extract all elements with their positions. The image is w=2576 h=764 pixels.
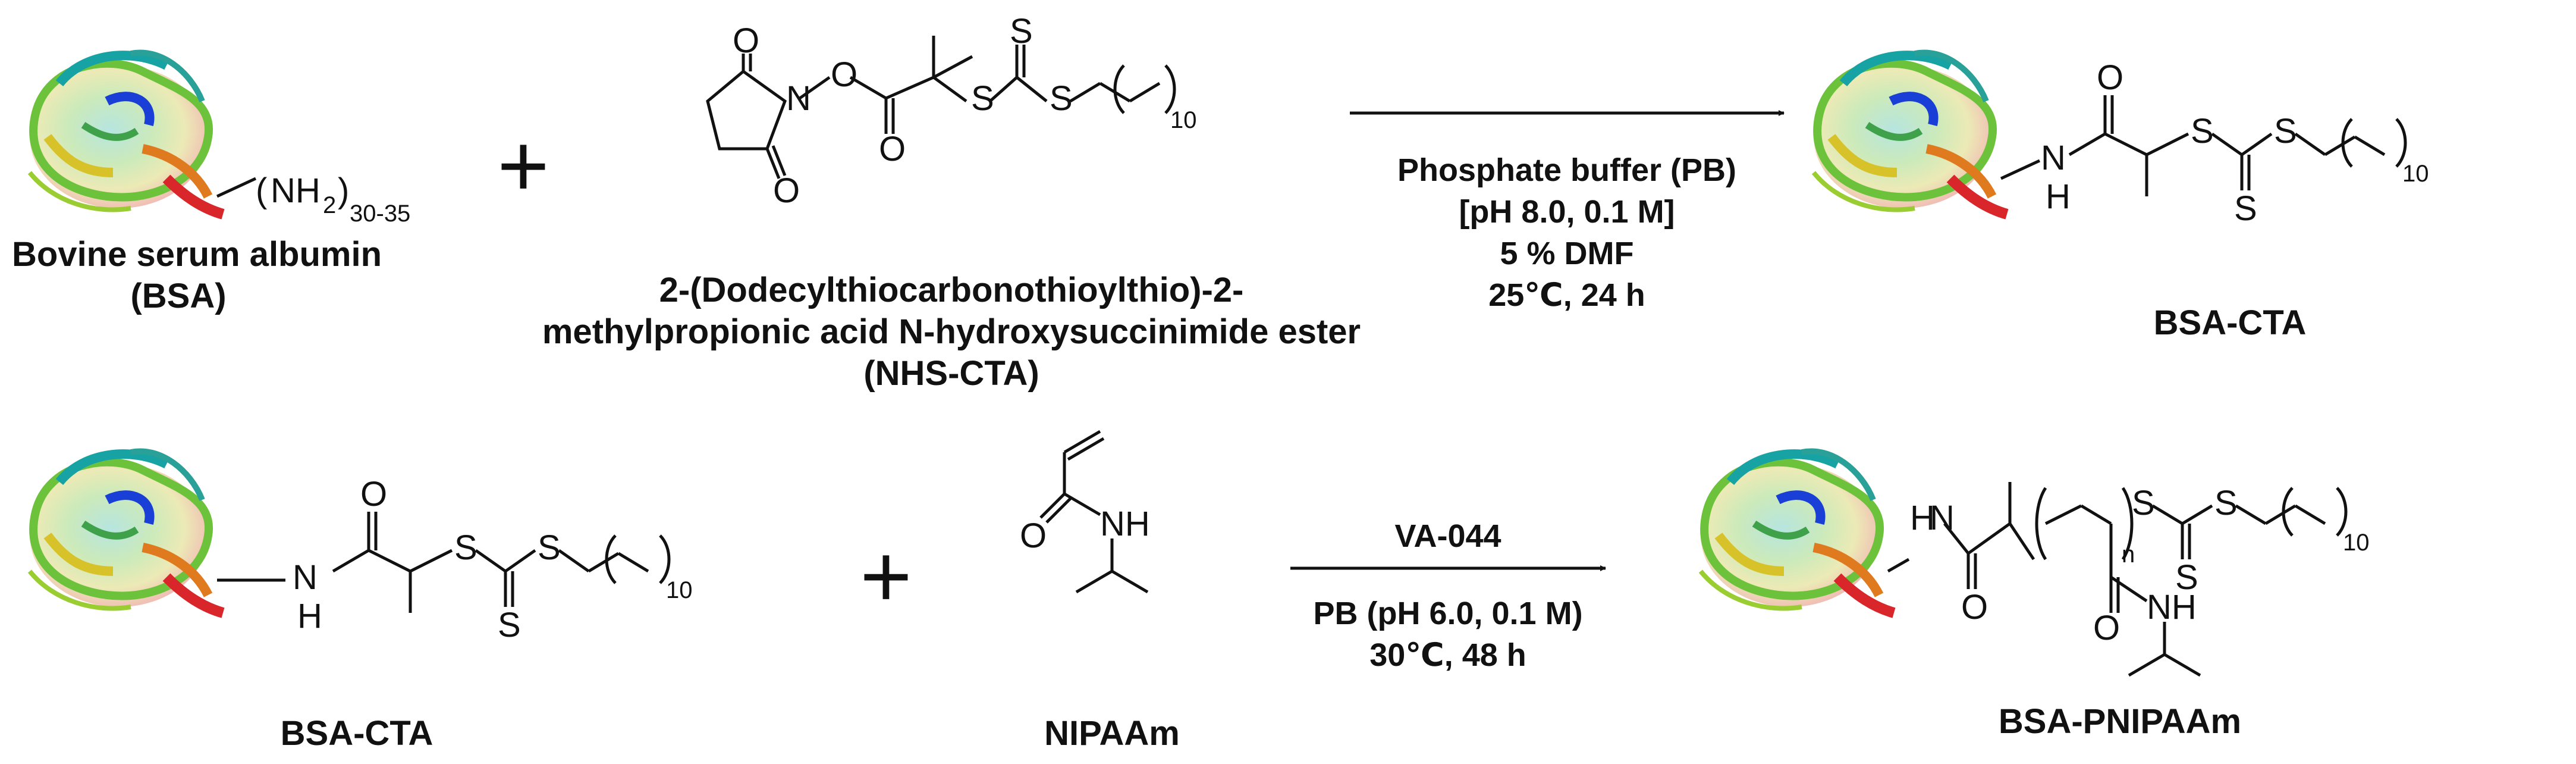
bsa-pnipaam-o: O [1961,588,1988,627]
r1-condition-2: [pH 8.0, 0.1 M] [1459,194,1675,230]
bsa-label-line1: Bovine serum albumin [12,235,382,274]
bsa-pnipaam-s-thione: S [2175,558,2198,597]
amine-close-paren: ) [338,171,349,210]
r2-condition-1: PB (pH 6.0, 0.1 M) [1313,596,1583,631]
chain-repeat-4: 10 [2343,530,2370,556]
r1-condition-1: Phosphate buffer (PB) [1397,152,1736,188]
nipaam-nh: NH [1100,505,1150,543]
bsa-pnipaam-s2: S [2214,484,2238,522]
bsa-cta-s-thione: S [2234,189,2257,228]
bsa-cta-nh-h: H [2046,177,2071,216]
ester-o: O [879,130,906,168]
amine-open-paren: ( [256,171,267,210]
chain-repeat-3: 10 [666,577,693,603]
bsa-cta-structure-2 [217,512,671,613]
cta-s1: S [971,79,994,118]
bsa-pnipaam-amide-nh: NH [2147,588,2197,627]
r2-bsa-cta-label: BSA-CTA [280,714,433,753]
bsa-label-line2: (BSA) [130,277,227,315]
r2-reagent: VA-044 [1394,518,1501,554]
amine-group: NH [271,171,321,210]
bsa-cta-s1: S [2191,112,2214,151]
bsa-pnipaam-hn: H [1910,499,1935,537]
nipaam-o: O [1020,516,1047,555]
bsa-pnipaam-product-label: BSA-PNIPAAm [1998,702,2242,741]
bsa-cta-o: O [2097,58,2123,97]
chain-repeat-1: 10 [1170,107,1197,133]
bsa-cta-nh-n: N [2041,139,2066,177]
nhs-n-atom: N [786,79,811,118]
nhs-cta-label-line1: 2-(Dodecylthiocarbonothioylthio)-2- [659,271,1244,309]
nipaam-structure [1039,430,1149,594]
nhs-o-bottom: O [773,171,800,210]
r2-bsa-cta-nh-h: H [297,597,322,635]
r1-condition-3: 5 % DMF [1500,236,1634,271]
bsa-cta-product-label: BSA-CTA [2153,303,2307,342]
bsa-amine-bond [216,177,257,198]
nipaam-label: NIPAAm [1044,714,1180,753]
bsa-protein-4 [1701,451,1894,613]
chain-repeat-2: 10 [2402,161,2429,187]
bsa-pnipaam-n: N [1930,499,1955,537]
plus-sign-1: + [497,115,549,215]
bsa-protein-1 [30,52,223,214]
cta-s2: S [1050,79,1073,118]
bsa-cta-structure [2000,95,2407,196]
r2-condition-2: 30℃, 48 h [1369,637,1526,673]
nhs-cta-structure [706,36,1176,179]
bsa-protein-3 [30,451,223,613]
plus-sign-2: + [860,526,912,626]
bsa-cta-s2: S [2274,112,2297,151]
bsa-pnipaam-amide-o: O [2093,609,2120,647]
bsa-pnipaam-structure [1887,482,2348,677]
cta-s-thione: S [1010,12,1033,51]
r2-bsa-cta-s-thione: S [498,606,521,644]
r2-bsa-cta-o: O [360,475,387,513]
nhs-o-top: O [733,21,759,60]
r2-bsa-cta-s1: S [454,528,477,567]
r2-bsa-cta-nh-n: N [293,558,318,597]
nhs-o-link: O [831,55,857,94]
nhs-cta-label-line2: methylpropionic acid N-hydroxysuccinimid… [542,312,1361,351]
amine-count: 30-35 [350,201,410,227]
amine-sub: 2 [323,192,336,218]
r1-condition-4: 25℃, 24 h [1488,277,1645,313]
bsa-protein-2 [1814,52,2007,214]
r2-bsa-cta-s2: S [538,528,561,567]
repeat-n: n [2122,541,2135,568]
nhs-cta-label-line3: (NHS-CTA) [863,354,1039,393]
bsa-pnipaam-s1: S [2132,484,2155,522]
